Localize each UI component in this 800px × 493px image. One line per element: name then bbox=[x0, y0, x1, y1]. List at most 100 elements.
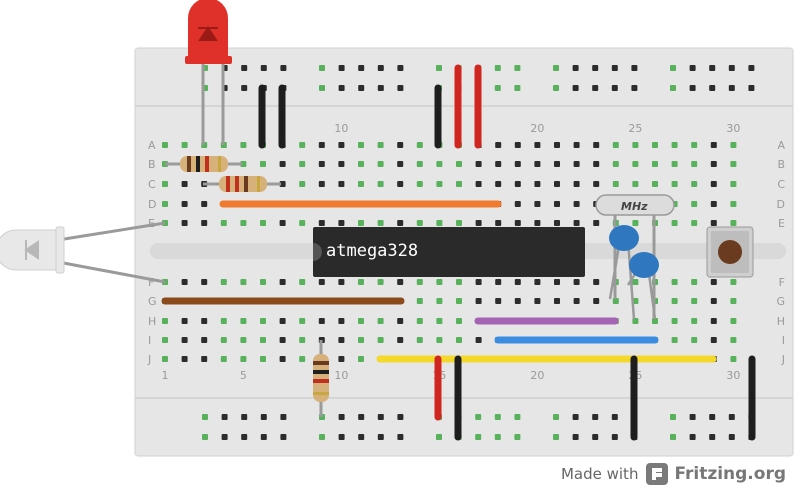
breadboard-hole bbox=[397, 161, 404, 167]
breadboard-hole bbox=[632, 142, 639, 148]
breadboard-hole bbox=[377, 161, 384, 167]
breadboard-hole bbox=[358, 142, 364, 148]
breadboard-hole bbox=[260, 356, 266, 362]
breadboard-hole bbox=[377, 181, 384, 187]
breadboard-hole bbox=[730, 201, 737, 207]
fritzing-logo-icon bbox=[646, 463, 669, 485]
resistor-1 bbox=[165, 156, 242, 172]
breadboard-hole bbox=[573, 201, 580, 207]
breadboard-hole bbox=[514, 298, 521, 304]
breadboard-hole bbox=[240, 142, 247, 148]
breadboard-hole bbox=[475, 220, 482, 226]
breadboard-hole bbox=[514, 181, 521, 187]
row-label-d: D bbox=[777, 198, 785, 211]
breadboard-hole bbox=[652, 161, 658, 167]
breadboard-hole bbox=[397, 142, 404, 148]
breadboard-hole bbox=[670, 65, 676, 71]
breadboard-hole bbox=[201, 318, 208, 324]
breadboard-hole bbox=[416, 337, 423, 343]
row-label-f: F bbox=[779, 276, 785, 289]
breadboard-hole bbox=[710, 181, 717, 187]
breadboard-hole bbox=[279, 161, 286, 167]
breadboard-hole bbox=[611, 85, 618, 91]
breadboard-hole bbox=[319, 85, 325, 91]
breadboard-hole bbox=[691, 201, 698, 207]
column-label-25: 25 bbox=[628, 122, 642, 135]
breadboard-hole bbox=[592, 85, 599, 91]
breadboard-hole bbox=[436, 434, 442, 440]
breadboard-hole bbox=[710, 318, 717, 324]
column-label-20: 20 bbox=[530, 369, 544, 382]
breadboard-hole bbox=[730, 142, 737, 148]
breadboard-hole bbox=[358, 181, 364, 187]
breadboard-hole bbox=[280, 65, 287, 71]
breadboard-hole bbox=[220, 337, 227, 343]
breadboard-hole bbox=[299, 318, 306, 324]
breadboard-hole bbox=[514, 161, 521, 167]
breadboard-hole bbox=[358, 414, 365, 420]
breadboard-hole bbox=[671, 220, 678, 226]
breadboard-hole bbox=[456, 337, 462, 343]
breadboard-hole bbox=[436, 220, 443, 226]
breadboard-hole bbox=[279, 337, 286, 343]
breadboard-hole bbox=[181, 356, 188, 362]
breadboard-hole bbox=[260, 220, 266, 226]
breadboard-hole bbox=[553, 85, 559, 91]
breadboard-hole bbox=[436, 65, 442, 71]
breadboard-hole bbox=[338, 414, 345, 420]
breadboard-hole bbox=[670, 85, 676, 91]
breadboard-hole bbox=[436, 298, 443, 304]
breadboard-hole bbox=[221, 414, 228, 420]
breadboard-hole bbox=[691, 298, 698, 304]
row-label-a: A bbox=[777, 139, 785, 152]
breadboard-hole bbox=[475, 279, 482, 285]
breadboard-hole bbox=[632, 220, 639, 226]
breadboard-hole bbox=[612, 298, 619, 304]
breadboard-hole bbox=[691, 181, 698, 187]
breadboard-hole bbox=[279, 181, 286, 187]
breadboard-hole bbox=[319, 65, 325, 71]
breadboard-hole bbox=[691, 337, 698, 343]
breadboard-hole bbox=[181, 279, 188, 285]
row-label-e: E bbox=[778, 217, 785, 230]
breadboard-hole bbox=[318, 318, 325, 324]
breadboard-hole bbox=[201, 201, 208, 207]
breadboard-hole bbox=[534, 142, 541, 148]
made-with-label: Made with bbox=[560, 465, 639, 483]
breadboard-hole bbox=[397, 318, 404, 324]
breadboard-hole bbox=[710, 298, 717, 304]
breadboard-hole bbox=[299, 279, 306, 285]
breadboard-hole bbox=[181, 142, 188, 148]
breadboard-hole bbox=[475, 161, 482, 167]
breadboard-hole bbox=[553, 434, 559, 440]
breadboard-hole bbox=[397, 337, 404, 343]
breadboard-hole bbox=[377, 65, 384, 71]
breadboard-hole bbox=[670, 434, 676, 440]
breadboard-hole bbox=[553, 65, 559, 71]
breadboard-hole bbox=[338, 434, 345, 440]
breadboard-hole bbox=[260, 434, 267, 440]
breadboard-hole bbox=[730, 279, 737, 285]
breadboard-hole bbox=[358, 434, 365, 440]
breadboard-hole bbox=[220, 220, 227, 226]
breadboard-hole bbox=[691, 318, 698, 324]
breadboard-hole bbox=[495, 161, 502, 167]
breadboard-hole bbox=[221, 434, 228, 440]
breadboard-hole bbox=[201, 356, 208, 362]
row-label-d: D bbox=[148, 198, 156, 211]
breadboard-hole bbox=[495, 142, 502, 148]
breadboard-hole bbox=[358, 337, 364, 343]
breadboard-hole bbox=[202, 414, 208, 420]
breadboard-hole bbox=[436, 318, 443, 324]
breadboard-hole bbox=[730, 220, 737, 226]
breadboard-hole bbox=[593, 181, 600, 187]
breadboard-hole bbox=[710, 220, 717, 226]
breadboard-hole bbox=[377, 318, 384, 324]
breadboard-hole bbox=[338, 161, 345, 167]
breadboard-hole bbox=[592, 434, 599, 440]
breadboard-hole bbox=[495, 220, 502, 226]
breadboard-hole bbox=[240, 220, 247, 226]
wires-layer bbox=[161, 64, 756, 441]
row-label-c: C bbox=[148, 178, 156, 191]
